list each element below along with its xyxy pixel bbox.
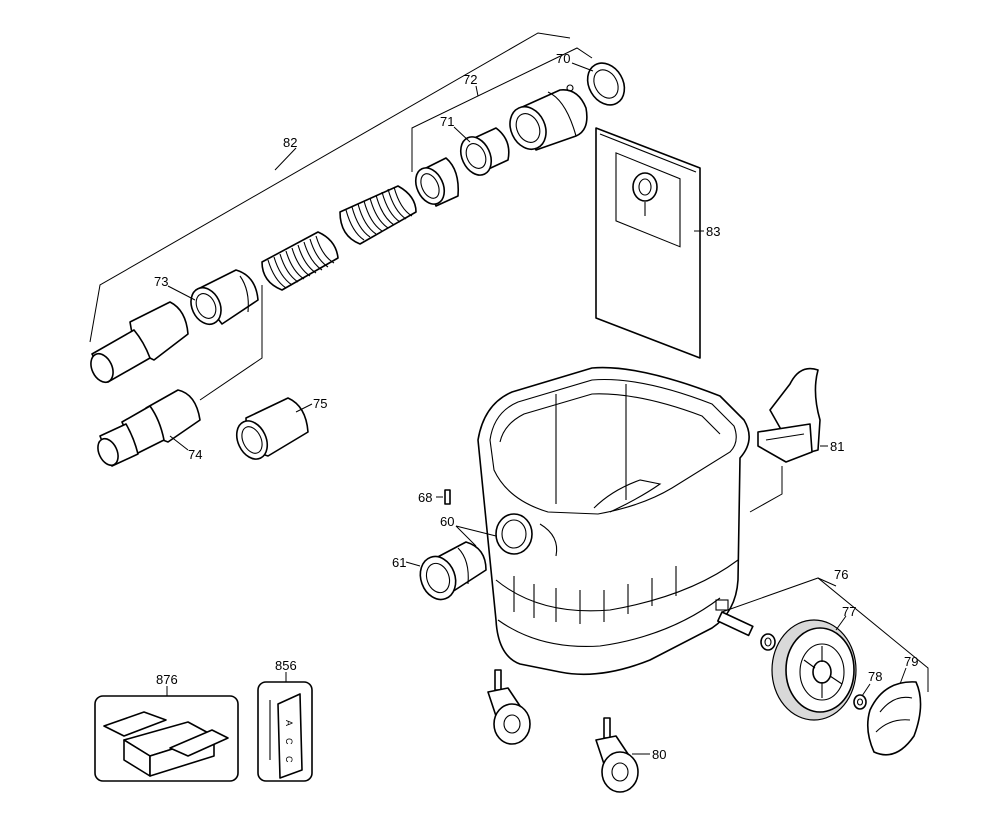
callout-80: 80 xyxy=(652,747,666,762)
part-78-washer xyxy=(853,683,871,710)
wheel-assembly-76 xyxy=(716,577,929,692)
callout-76: 76 xyxy=(834,567,848,582)
part-61-inlet xyxy=(405,541,487,601)
bracket-72 xyxy=(411,47,593,172)
part-60-leaders xyxy=(455,525,497,547)
part-73-nozzle xyxy=(90,285,196,384)
label-856-text-c: C xyxy=(284,756,294,763)
part-73-hose-cuff xyxy=(190,269,259,326)
callout-61: 61 xyxy=(392,555,406,570)
part-70-ring xyxy=(571,62,626,106)
part-81-handle-bracket xyxy=(749,367,828,513)
callout-81: 81 xyxy=(830,439,844,454)
part-68-pin xyxy=(436,489,451,505)
callout-70: 70 xyxy=(556,51,570,66)
callout-68: 68 xyxy=(418,490,432,505)
part-83-filter-bag xyxy=(595,127,704,359)
callout-856: 856 xyxy=(275,658,297,673)
tank xyxy=(477,366,750,676)
callout-79: 79 xyxy=(904,654,918,669)
label-856-box xyxy=(257,672,313,782)
caster-right xyxy=(595,717,650,793)
callout-74: 74 xyxy=(188,447,202,462)
callout-78: 78 xyxy=(868,669,882,684)
hose-segment-upper xyxy=(339,185,417,245)
part-72-coupler xyxy=(509,84,588,151)
callout-83: 83 xyxy=(706,224,720,239)
part-77-wheel xyxy=(771,615,857,721)
part-74-stepped-nozzle xyxy=(97,285,263,467)
callout-876: 876 xyxy=(156,672,178,687)
bracket-82 xyxy=(89,32,571,343)
callout-60: 60 xyxy=(440,514,454,529)
callout-77: 77 xyxy=(842,604,856,619)
callout-72: 72 xyxy=(463,72,477,87)
hose-cuff-upper xyxy=(414,157,460,207)
hose-segment-lower xyxy=(261,231,339,291)
label-856-text-b: C xyxy=(284,738,294,745)
callout-71: 71 xyxy=(440,114,454,129)
caster-left xyxy=(487,669,531,745)
callout-73: 73 xyxy=(154,274,168,289)
kit-876-box xyxy=(94,686,239,782)
part-71-swivel xyxy=(453,126,510,176)
callout-75: 75 xyxy=(313,396,327,411)
part-75-adapter xyxy=(235,397,313,460)
callout-82: 82 xyxy=(283,135,297,150)
label-856-text-a: A xyxy=(284,720,294,726)
part-79-hubcap xyxy=(866,667,922,756)
